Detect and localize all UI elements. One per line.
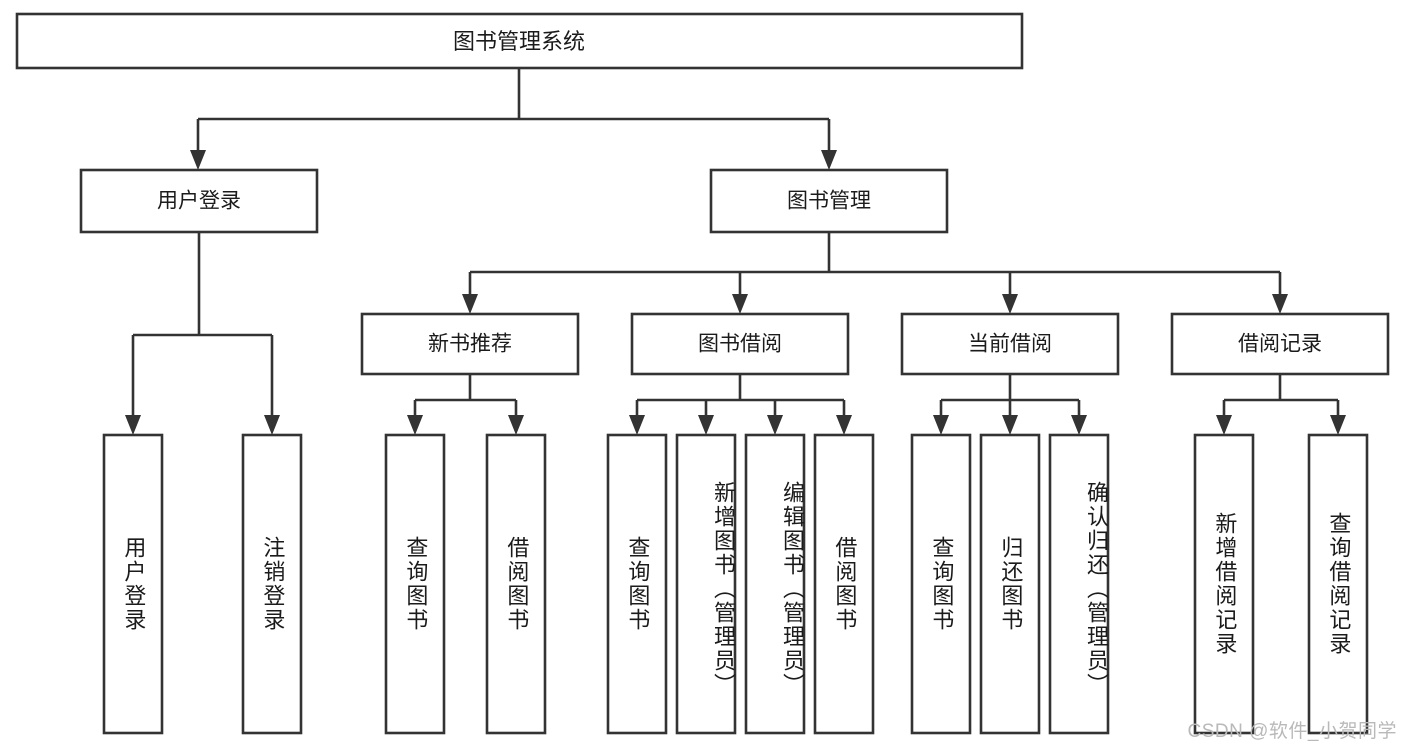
node-leaf-13-box[interactable] <box>1307 433 1369 735</box>
node-new-book-rec-label: 新书推荐 <box>428 333 512 356</box>
node-book-manage-box[interactable] <box>709 168 949 234</box>
arrow-head-leaf-9 <box>933 415 949 435</box>
arrow-head-leaf-11 <box>1071 415 1087 435</box>
connector-group-borrow-record <box>1216 374 1346 435</box>
node-leaf-5-box[interactable] <box>606 433 668 735</box>
node-leaf-1-box[interactable] <box>102 433 164 735</box>
arrow-head-new-book-rec <box>462 294 478 314</box>
node-leaf-8-box[interactable] <box>813 433 875 735</box>
arrow-head-leaf-2 <box>264 415 280 435</box>
node-root-box[interactable] <box>15 12 1024 70</box>
arrow-head-leaf-4 <box>508 415 524 435</box>
arrow-head-leaf-6 <box>698 415 714 435</box>
connector-group-new-book-rec <box>407 374 524 435</box>
node-book-borrow-box[interactable] <box>630 312 850 376</box>
node-borrow-record-box[interactable] <box>1170 312 1390 376</box>
leaf-boxes-group <box>102 433 1369 735</box>
node-leaf-6-box[interactable] <box>675 433 737 735</box>
arrow-head-book-borrow <box>732 294 748 314</box>
node-root[interactable]: 图书管理系统 <box>15 12 1024 70</box>
node-book-borrow-label: 图书借阅 <box>698 333 782 356</box>
node-leaf-7-box[interactable] <box>744 433 806 735</box>
csdn-watermark: CSDN @软件_小贺同学 <box>1187 721 1397 742</box>
node-borrow-record-label: 借阅记录 <box>1238 333 1322 356</box>
node-borrow-record[interactable]: 借阅记录 <box>1170 312 1390 376</box>
arrow-head-leaf-10 <box>1002 415 1018 435</box>
node-user-login[interactable]: 用户登录 <box>79 168 319 234</box>
arrow-head-leaf-13 <box>1330 415 1346 435</box>
arrow-head-borrow-record <box>1272 294 1288 314</box>
connector-group-current-borrow <box>933 374 1087 435</box>
node-current-borrow[interactable]: 当前借阅 <box>900 312 1120 376</box>
node-book-manage[interactable]: 图书管理 <box>709 168 949 234</box>
node-book-borrow[interactable]: 图书借阅 <box>630 312 850 376</box>
arrow-head-leaf-5 <box>629 415 645 435</box>
node-user-login-box[interactable] <box>79 168 319 234</box>
arrow-head-leaf-7 <box>767 415 783 435</box>
arrow-head-current-borrow <box>1002 294 1018 314</box>
node-leaf-3-box[interactable] <box>384 433 446 735</box>
node-current-borrow-label: 当前借阅 <box>968 333 1052 356</box>
arrow-head-leaf-12 <box>1216 415 1232 435</box>
connector-group-root <box>190 68 837 170</box>
node-current-borrow-box[interactable] <box>900 312 1120 376</box>
node-leaf-9-box[interactable] <box>910 433 972 735</box>
node-leaf-2-box[interactable] <box>241 433 303 735</box>
arrow-head-leaf-8 <box>836 415 852 435</box>
node-new-book-rec-box[interactable] <box>360 312 580 376</box>
node-leaf-10-box[interactable] <box>979 433 1041 735</box>
node-user-login-label: 用户登录 <box>157 190 241 213</box>
node-leaf-12-box[interactable] <box>1193 433 1255 735</box>
node-leaf-11-box[interactable] <box>1048 433 1110 735</box>
node-book-manage-label: 图书管理 <box>787 190 871 213</box>
node-root-label: 图书管理系统 <box>453 29 585 54</box>
connector-group-book-manage <box>462 232 1288 314</box>
node-new-book-rec[interactable]: 新书推荐 <box>360 312 580 376</box>
arrow-head-leaf-1 <box>125 415 141 435</box>
arrow-head-user-login <box>190 150 206 170</box>
arrow-head-leaf-3 <box>407 415 423 435</box>
arrow-head-book-manage <box>821 150 837 170</box>
node-leaf-4-box[interactable] <box>485 433 547 735</box>
connector-group-user-login <box>125 232 280 435</box>
connector-group-book-borrow <box>629 374 852 435</box>
